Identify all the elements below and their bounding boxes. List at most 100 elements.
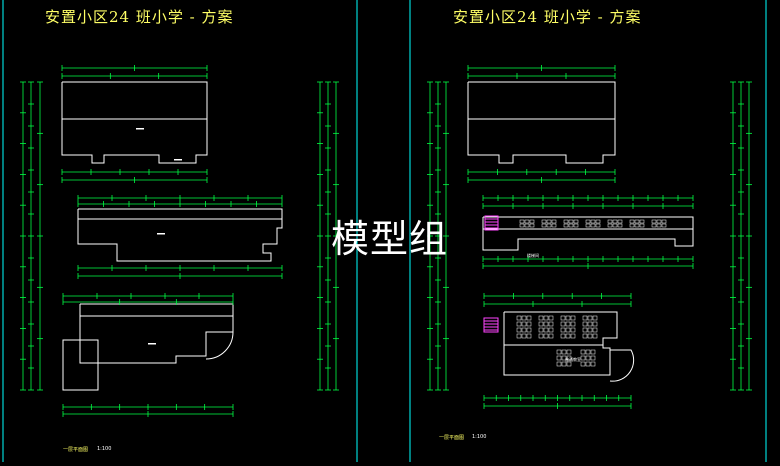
desk	[546, 223, 552, 228]
desk	[519, 223, 525, 228]
desk	[546, 219, 552, 224]
desk	[587, 327, 593, 333]
desk	[526, 315, 532, 321]
desk	[585, 349, 591, 355]
dimension-lines	[20, 65, 752, 417]
desk	[612, 219, 618, 224]
desk	[570, 321, 576, 327]
desk	[543, 315, 549, 321]
desk	[563, 223, 569, 228]
desk	[524, 223, 530, 228]
desk	[551, 223, 557, 228]
desk	[561, 355, 567, 361]
desk	[516, 327, 522, 333]
desk	[592, 315, 598, 321]
desk	[582, 327, 588, 333]
desk	[585, 223, 591, 228]
desk	[587, 315, 593, 321]
desk	[566, 355, 572, 361]
desk	[595, 219, 601, 224]
desk	[521, 321, 527, 327]
left-sheet-scale: 1:100	[97, 446, 112, 452]
desk	[561, 349, 567, 355]
desk	[585, 361, 591, 367]
desk	[612, 223, 618, 228]
room-tag-classroom: 普通教室	[565, 357, 581, 362]
desk	[521, 333, 527, 339]
desk	[556, 349, 562, 355]
left-sheet-marks	[136, 128, 182, 345]
desk	[561, 361, 567, 367]
right-sheet-caption: 一层平面图	[439, 435, 465, 441]
desk	[560, 333, 566, 339]
right-sheet-title: 安置小区24 班小学 - 方案	[453, 8, 642, 26]
desk	[563, 219, 569, 224]
desk	[541, 219, 547, 224]
desk	[590, 355, 596, 361]
desk	[516, 333, 522, 339]
desk	[656, 219, 662, 224]
desk	[580, 349, 586, 355]
desk	[580, 361, 586, 367]
desk	[629, 223, 635, 228]
desk	[639, 219, 645, 224]
desk	[548, 321, 554, 327]
desk	[582, 321, 588, 327]
desk	[634, 223, 640, 228]
room-tag-stair: 楼梯间	[527, 253, 539, 258]
desk	[548, 333, 554, 339]
desk	[582, 333, 588, 339]
desk	[565, 321, 571, 327]
desk	[521, 315, 527, 321]
desk	[617, 219, 623, 224]
desk	[580, 355, 586, 361]
desk	[661, 219, 667, 224]
desk	[592, 321, 598, 327]
classroom-furniture	[516, 219, 667, 367]
watermark: 模型组	[331, 217, 449, 261]
desk	[585, 355, 591, 361]
desk	[582, 315, 588, 321]
desk	[526, 333, 532, 339]
desk	[538, 315, 544, 321]
desk	[651, 223, 657, 228]
desk	[556, 361, 562, 367]
desk	[521, 327, 527, 333]
desk	[538, 327, 544, 333]
desk	[592, 327, 598, 333]
desk	[543, 321, 549, 327]
desk	[590, 361, 596, 367]
desk	[548, 327, 554, 333]
desk	[538, 321, 544, 327]
desk	[651, 219, 657, 224]
desk	[516, 315, 522, 321]
desk	[617, 223, 623, 228]
desk	[551, 219, 557, 224]
desk	[607, 219, 613, 224]
desk	[570, 327, 576, 333]
desk	[560, 327, 566, 333]
desk	[524, 219, 530, 224]
desk	[543, 327, 549, 333]
right-sheet-scale: 1:100	[472, 434, 487, 440]
desk	[607, 223, 613, 228]
desk	[590, 223, 596, 228]
desk	[548, 315, 554, 321]
desk	[585, 219, 591, 224]
desk	[661, 223, 667, 228]
desk	[543, 333, 549, 339]
desk	[516, 321, 522, 327]
desk	[570, 333, 576, 339]
desk	[560, 315, 566, 321]
desk	[592, 333, 598, 339]
desk	[656, 223, 662, 228]
desk	[595, 223, 601, 228]
desk	[565, 327, 571, 333]
desk	[541, 223, 547, 228]
left-sheet-title: 安置小区24 班小学 - 方案	[45, 8, 234, 26]
desk	[568, 223, 574, 228]
desk	[565, 315, 571, 321]
right-sheet-outlines	[467, 81, 694, 382]
